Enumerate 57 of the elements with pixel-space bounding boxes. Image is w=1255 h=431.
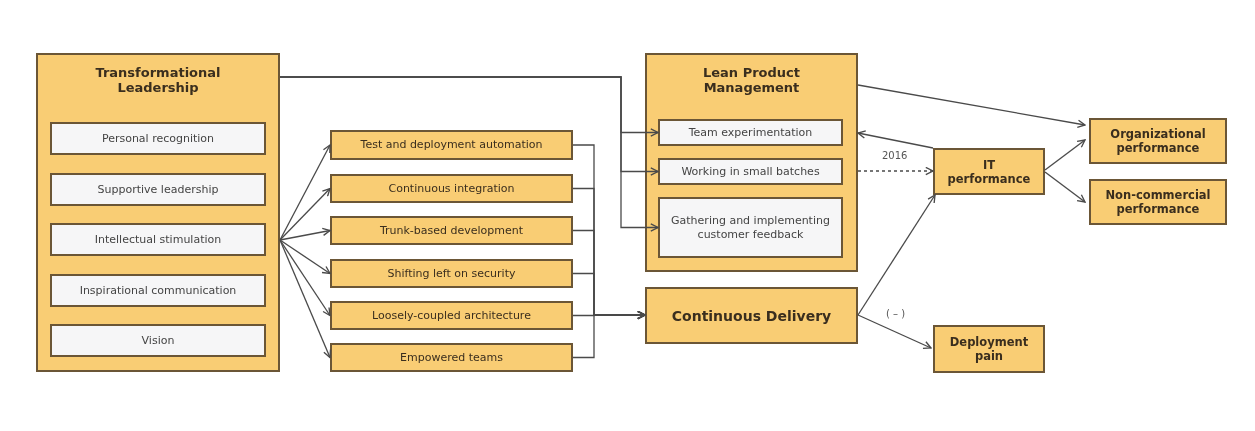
box-label: Non-commercial performance [1104, 188, 1212, 216]
box-label: IT performance [946, 157, 1032, 186]
arrow [857, 314, 932, 349]
box-label: Continuous integration [387, 181, 516, 196]
practice-box [50, 223, 266, 256]
box-label: Deployment pain [948, 335, 1030, 363]
practice-box [658, 158, 843, 185]
arrow [279, 76, 659, 232]
edge-label: 2016 [880, 150, 910, 161]
group-box [36, 53, 280, 372]
box-label: Continuous Delivery [670, 307, 833, 324]
practice-box [50, 122, 266, 155]
construct-box [1089, 118, 1227, 164]
practice-box [658, 119, 843, 146]
construct-box [933, 148, 1045, 195]
arrow [857, 130, 934, 149]
box-label: Trunk-based development [378, 223, 525, 238]
box-label: Test and deployment automation [359, 138, 544, 152]
box-label: Shifting left on security [386, 266, 517, 281]
box-label: Supportive leadership [96, 182, 220, 197]
box-label: Loosely-coupled architecture [371, 308, 532, 323]
box-label: Empowered teams [399, 350, 504, 365]
arrow [279, 239, 331, 317]
practice-box [50, 173, 266, 206]
box-label: Vision [140, 333, 176, 348]
box-heading: Lean Product Management [702, 65, 801, 95]
construct-box [330, 259, 573, 288]
arrow [1044, 139, 1086, 171]
arrow [857, 166, 934, 176]
construct-box [330, 301, 573, 330]
construct-box [933, 325, 1045, 373]
construct-box [330, 130, 573, 160]
construct-box [1089, 179, 1227, 225]
box-label: Organizational performance [1109, 127, 1207, 155]
box-label: Intellectual stimulation [93, 232, 223, 247]
construct-box [330, 216, 573, 245]
arrow [279, 239, 331, 275]
arrow [857, 194, 936, 316]
construct-box [330, 343, 573, 372]
edge-label: ( – ) [884, 308, 908, 319]
arrow [857, 84, 1086, 128]
practice-box [50, 324, 266, 357]
box-label: Team experimentation [687, 125, 814, 140]
box-label: Gathering and implementing customer feedback [670, 214, 831, 241]
practice-box [50, 274, 266, 307]
box-heading: Transformational Leadership [94, 65, 222, 95]
arrow [1044, 171, 1086, 203]
group-box [645, 53, 858, 272]
construct-box [330, 174, 573, 203]
box-label: Personal recognition [100, 131, 216, 146]
practice-box [658, 197, 843, 258]
box-label: Inspirational communication [78, 283, 238, 298]
arrow [279, 227, 331, 241]
arrow [279, 187, 331, 241]
construct-box [645, 287, 858, 344]
box-label: Working in small batches [680, 164, 821, 179]
arrow [572, 310, 646, 359]
